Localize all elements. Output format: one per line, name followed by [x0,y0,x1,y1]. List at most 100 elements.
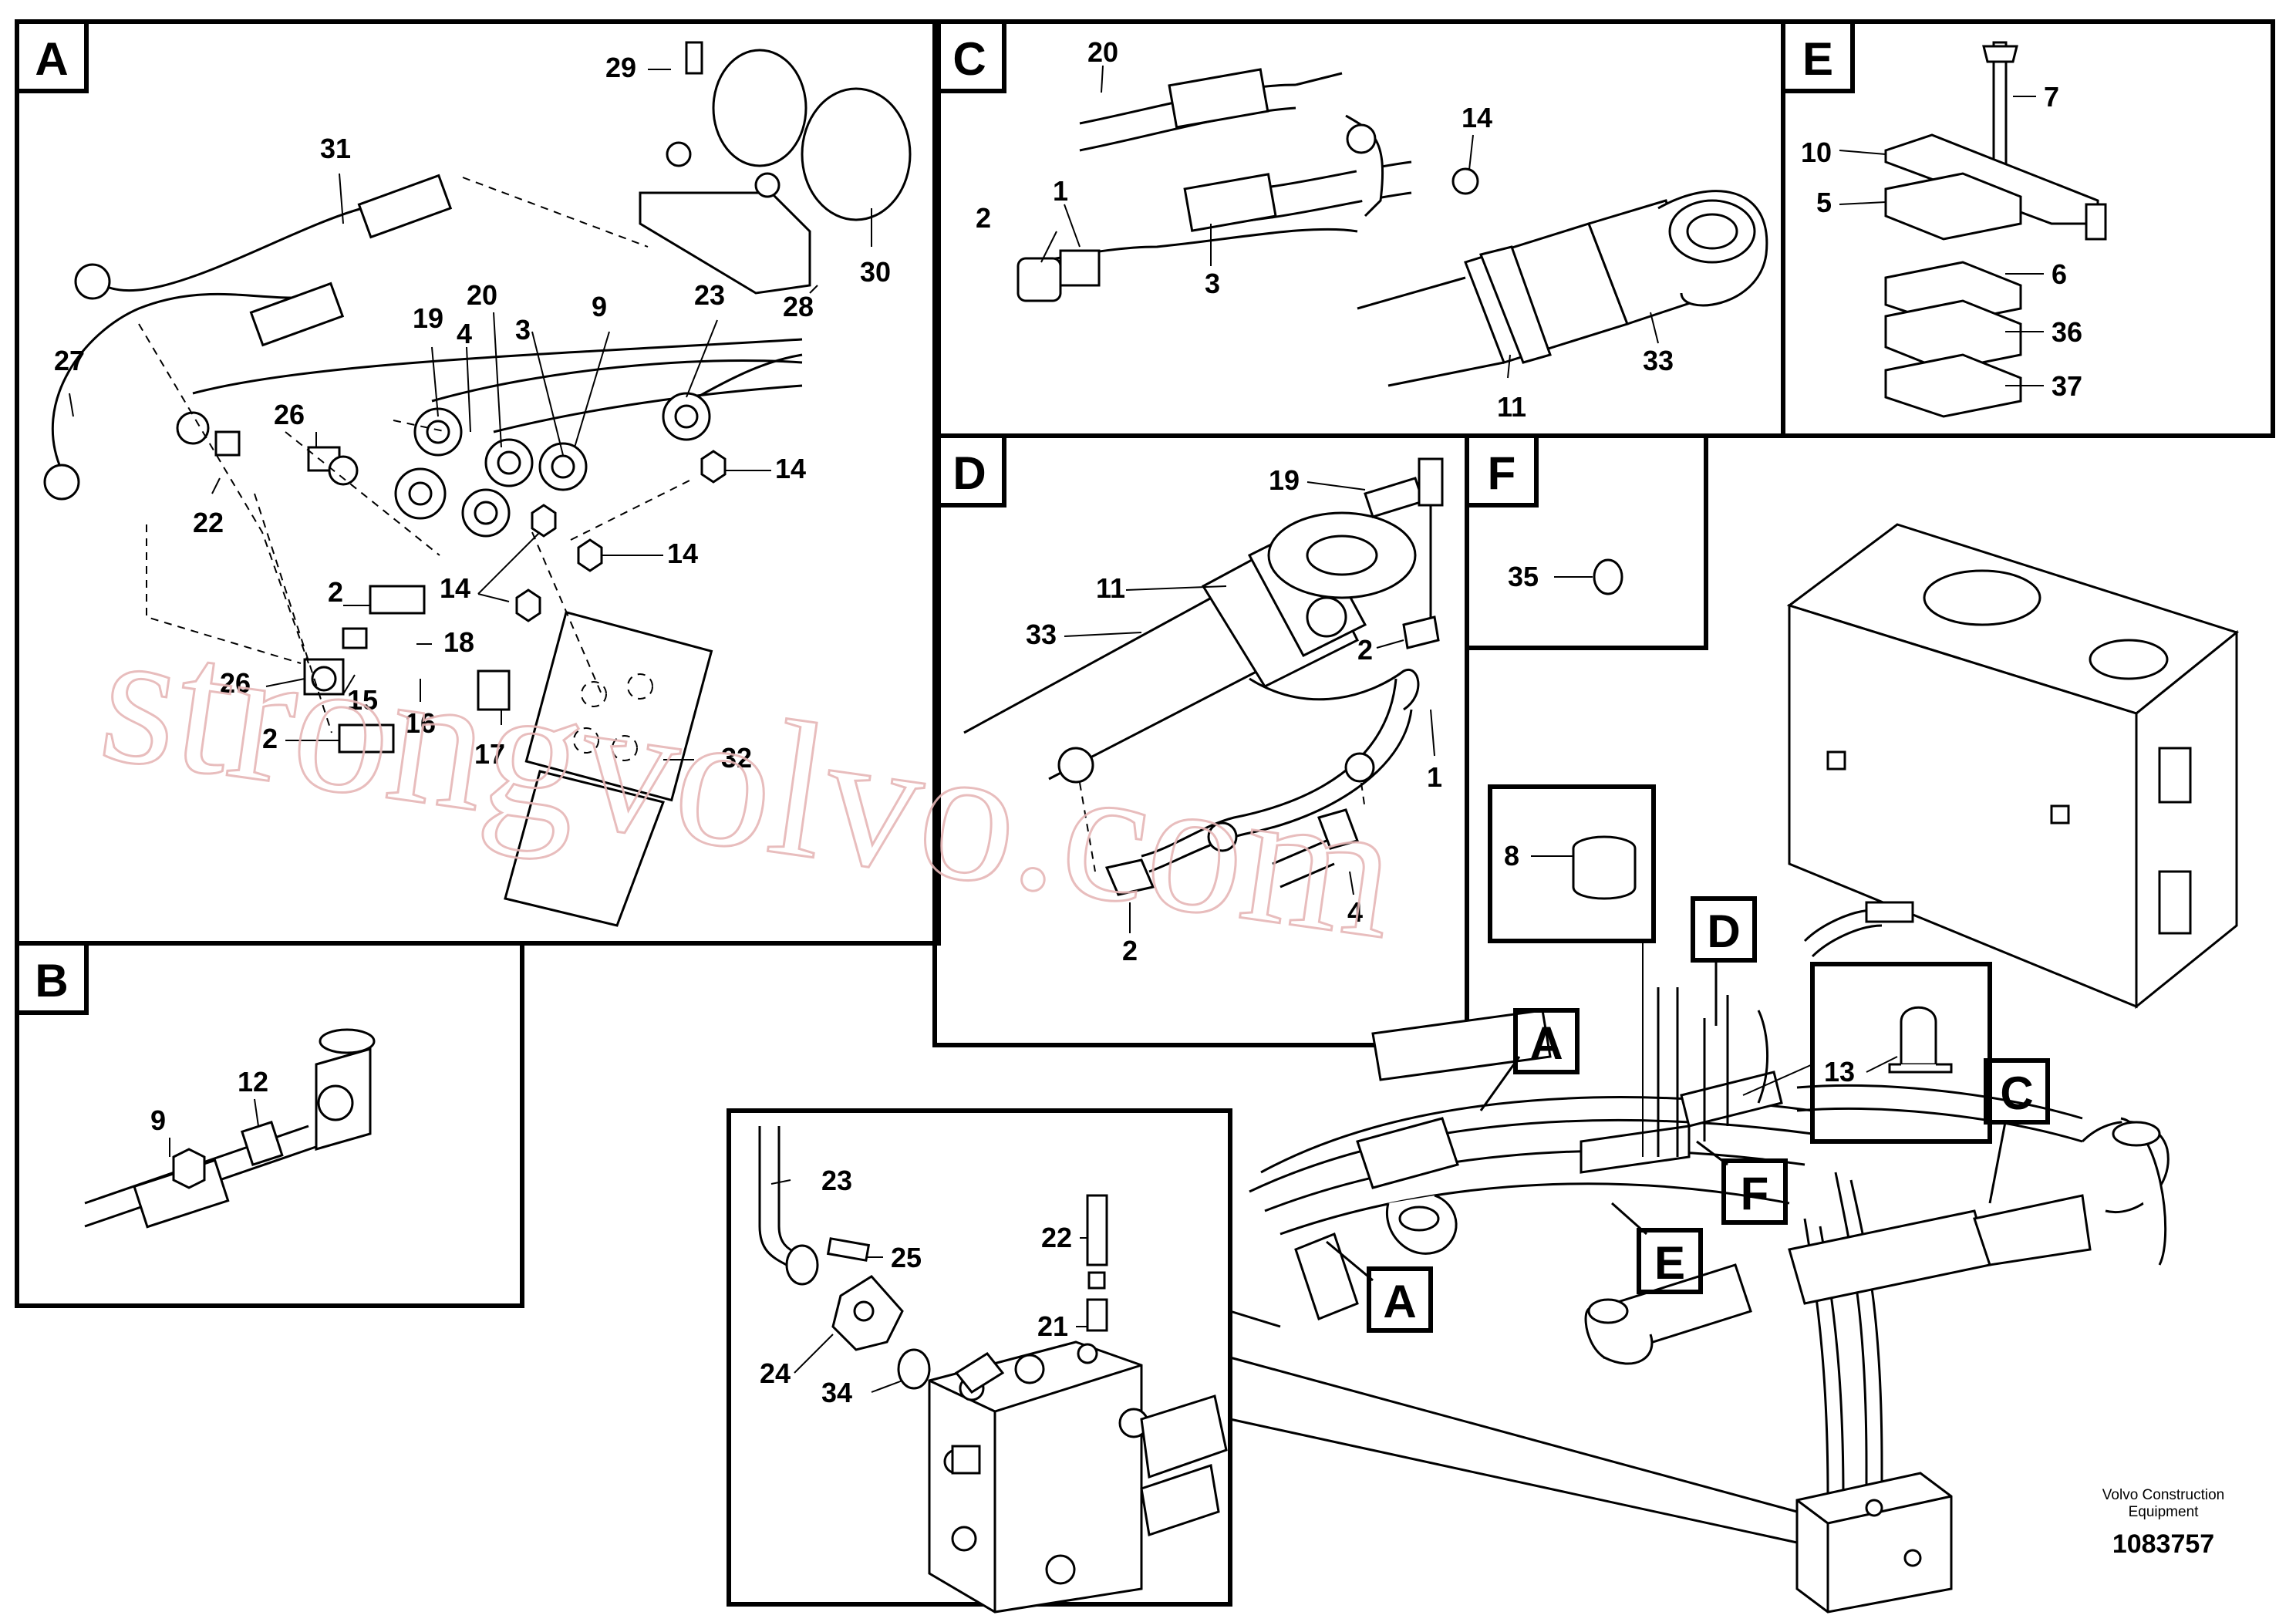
panel-f-frame [1465,433,1708,650]
label-e-10: 10 [1801,137,1832,168]
label-a-26-bottom: 26 [220,667,251,699]
panel-a-leaders [69,69,872,760]
panel-d-letter: D [952,447,986,499]
label-d-2-upper: 2 [1357,634,1373,666]
panel-c-drawing [1017,65,1768,387]
watermark: strongvolvo.com [89,587,1408,980]
panel-b-labels: 9 12 [150,1066,268,1136]
detail-13-frame [1810,962,1992,1144]
valve-detail-drawing [758,1126,1228,1614]
callout-e: E [1654,1237,1685,1289]
label-a-3: 3 [515,314,531,346]
label-a-27: 27 [54,345,85,376]
panel-f-drawing [1554,558,1623,595]
label-a-30: 30 [860,256,891,288]
label-a-31: 31 [320,133,351,164]
label-o-8: 8 [1504,840,1519,872]
label-v-22: 22 [1041,1222,1072,1253]
label-a-4: 4 [457,318,472,349]
panel-a-dashes [138,177,695,733]
label-d-1: 1 [1427,761,1442,793]
callout-a-lower: A [1383,1276,1416,1327]
callout-c: C [2000,1067,2033,1119]
panel-e-letter: E [1802,33,1833,85]
detail-13-drawing: 13 [1824,1006,1953,1088]
label-f-35: 35 [1508,561,1539,592]
label-v-23: 23 [821,1165,852,1196]
detail-8-frame [1488,784,1656,943]
label-a-17: 17 [474,738,505,770]
swivel-motor-32 [504,610,713,927]
label-a-14-mid: 14 [667,538,698,569]
hose-31 [91,184,433,292]
overview-callouts: D A A E F C [1326,896,2050,1333]
panel-b-drawing [84,1028,376,1229]
label-e-36: 36 [2052,316,2082,348]
panel-b-frame [15,941,524,1308]
panel-d-labels: 19 11 33 2 1 2 4 [1026,464,1442,966]
label-d-33: 33 [1026,619,1057,650]
panel-a-letter: A [35,33,68,85]
label-e-6: 6 [2052,258,2067,290]
label-a-29: 29 [605,52,636,83]
callout-f: F [1741,1168,1769,1219]
label-v-34: 34 [821,1377,852,1408]
panel-f-labels: 35 [1508,561,1539,592]
label-c-2: 2 [976,202,991,234]
footer-part-number: 1083757 [2112,1529,2215,1559]
label-a-18: 18 [443,626,474,658]
label-v-25: 25 [891,1242,922,1273]
label-c-11: 11 [1497,391,1526,423]
label-e-7: 7 [2044,81,2059,113]
panel-a-labels: 29 31 30 28 27 19 4 20 3 9 23 26 22 14 1… [54,52,891,774]
label-a-9: 9 [592,291,607,322]
label-a-14-right: 14 [775,453,806,484]
panel-e-frame [1781,19,2275,438]
panel-c-labels: 20 14 2 1 3 33 11 [976,36,1674,423]
label-a-32: 32 [721,742,752,774]
label-c-1: 1 [1053,175,1068,207]
label-e-5: 5 [1816,187,1832,218]
label-c-20: 20 [1087,36,1118,68]
footer-maker: Volvo Construction Equipment [2048,1487,2279,1521]
label-d-2-lower: 2 [1122,935,1138,966]
label-a-16: 16 [405,707,436,739]
footer-maker-line1: Volvo Construction [2102,1487,2225,1503]
cylinder-33 [1357,190,1768,387]
label-b-12: 12 [238,1066,268,1098]
panel-d-drawing [963,457,1444,933]
label-a-28: 28 [783,291,814,322]
label-e-37: 37 [2052,370,2082,402]
panel-d-frame [932,433,1469,1047]
fuel-tank [1786,523,2240,1010]
label-o-13: 13 [1824,1056,1855,1088]
label-a-2-bottom: 2 [262,723,278,754]
panel-letter-tabs: A B C E D F [15,19,1855,1015]
panel-b-letter: B [35,955,68,1007]
label-a-14-left: 14 [440,572,470,604]
footer-maker-line2: Equipment [2128,1504,2199,1520]
panel-c-letter: C [952,33,986,85]
panel-a-drawing [43,41,912,927]
fitting-31 [357,174,453,239]
panel-f-letter: F [1488,447,1516,499]
label-v-24: 24 [760,1357,791,1389]
label-v-21: 21 [1037,1310,1068,1342]
fittings-cluster [176,392,727,754]
label-c-3: 3 [1205,268,1220,299]
label-a-15: 15 [347,684,378,716]
callout-a-upper: A [1529,1017,1563,1069]
fitting-27 [249,282,345,347]
label-a-26-top: 26 [274,399,305,430]
label-d-11: 11 [1096,572,1125,604]
label-a-22: 22 [193,507,224,538]
label-c-33: 33 [1643,345,1674,376]
panel-e-labels: 7 10 5 6 36 37 [1801,81,2082,402]
overview-drawing [1229,523,2240,1614]
label-a-19: 19 [413,302,443,334]
detail-8-drawing: 8 [1504,835,1637,900]
label-a-2-top: 2 [328,576,343,608]
valve-detail-labels: 23 25 22 21 24 34 [760,1165,1072,1408]
label-d-19: 19 [1269,464,1300,496]
